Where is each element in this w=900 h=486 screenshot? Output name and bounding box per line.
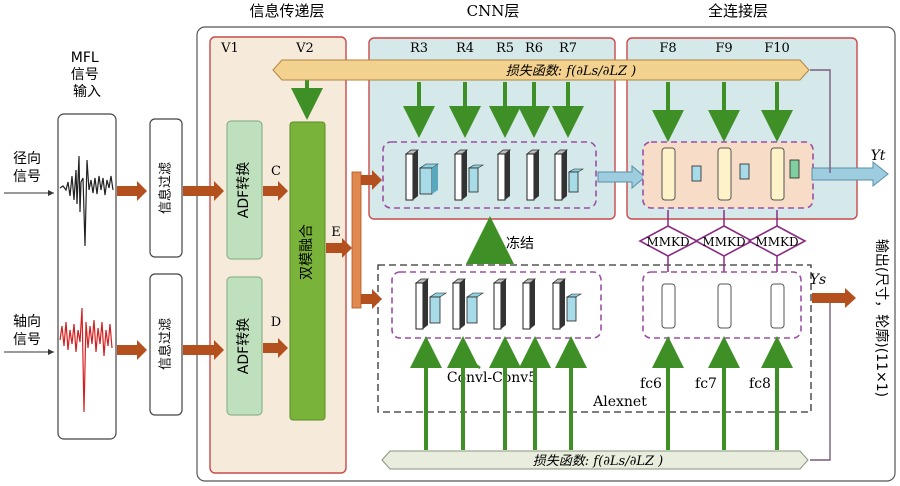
arrow-output-ys bbox=[812, 288, 856, 308]
f10-label: F10 bbox=[764, 41, 790, 56]
r3-label: R3 bbox=[410, 41, 428, 56]
arrow-cnn-to-fc bbox=[597, 164, 646, 190]
r-layer-arrows bbox=[403, 82, 793, 142]
arrow-output-yt bbox=[811, 160, 889, 188]
arrow-adf-to-fusion-c bbox=[263, 181, 288, 201]
adf-label-bottom: ADF转换 bbox=[235, 318, 252, 374]
mfl-input-title: MFL 信号 输入 bbox=[71, 50, 103, 100]
adf-box-bottom bbox=[226, 276, 263, 416]
mmkd-group bbox=[638, 210, 807, 272]
cnn-feature-group bbox=[382, 141, 597, 209]
ys-label: Ys bbox=[810, 272, 826, 288]
filter-box-radial bbox=[149, 118, 183, 258]
r6-label: R6 bbox=[525, 41, 543, 56]
conv-label-connectors bbox=[462, 354, 507, 369]
c-label: C bbox=[271, 164, 281, 179]
f9-label: F9 bbox=[715, 41, 732, 56]
fc6-label: fc6 bbox=[640, 376, 662, 392]
section-title-info: 信息传递层 bbox=[249, 2, 324, 20]
fc7-label: fc7 bbox=[695, 376, 717, 392]
filter-label-radial: 信息过滤 bbox=[158, 162, 174, 214]
v1-label: V1 bbox=[220, 41, 239, 56]
arrow-radial-to-filter bbox=[117, 181, 147, 201]
feedback-line-top bbox=[810, 69, 831, 173]
dual-mode-fusion-box bbox=[289, 121, 326, 421]
f8-label: F8 bbox=[659, 41, 676, 56]
v2-label: V2 bbox=[295, 41, 314, 56]
alexnet-fc-group bbox=[642, 271, 802, 339]
loss-bar-bottom bbox=[381, 450, 809, 470]
axial-signal-waveform bbox=[59, 307, 113, 413]
alexnet-conv-maps bbox=[414, 278, 583, 330]
section-title-cnn: CNN层 bbox=[467, 2, 520, 20]
output-label: 输出(尺寸，轮廓)(11×1) bbox=[873, 239, 890, 397]
alexnet-region bbox=[377, 264, 812, 413]
outer-frame bbox=[196, 26, 896, 482]
loss-label-bottom: 损失函数: f(∂Ls/∂LZ ) bbox=[533, 454, 663, 469]
arrow-fusion-to-split bbox=[326, 238, 352, 258]
e-label: E bbox=[331, 225, 341, 240]
freeze-label: 冻结 bbox=[506, 235, 534, 252]
arrow-split-to-alexnet bbox=[361, 289, 382, 309]
conv-label: Convl-Conv5 bbox=[447, 370, 537, 386]
alexnet-fc-maps bbox=[661, 283, 785, 329]
d-label: D bbox=[271, 315, 281, 330]
r7-label: R7 bbox=[559, 41, 577, 56]
split-bar bbox=[351, 171, 362, 309]
arrow-axial-to-filter bbox=[117, 340, 147, 360]
fusion-label: 双模融合 bbox=[299, 224, 315, 280]
mmkd-label-1: MMKD bbox=[646, 235, 689, 249]
loss-bar-top bbox=[272, 59, 810, 81]
r5-label: R5 bbox=[496, 41, 514, 56]
filter-box-axial bbox=[149, 273, 183, 416]
adf-label-top: ADF转换 bbox=[235, 162, 252, 218]
mfl-input-panel bbox=[57, 113, 117, 440]
alexnet-up-arrows bbox=[410, 336, 793, 450]
feedback-line-bottom bbox=[810, 300, 831, 461]
mmkd-label-3: MMKD bbox=[755, 235, 798, 249]
arrow-filter-to-adf-bottom bbox=[183, 340, 224, 360]
cnn-feature-maps bbox=[404, 149, 585, 201]
arrow-split-to-cnn bbox=[361, 170, 382, 190]
arrow-adf-to-fusion-d bbox=[263, 338, 288, 358]
alexnet-label: Alexnet bbox=[592, 394, 647, 410]
arrow-filter-to-adf-top bbox=[183, 181, 224, 201]
section-title-fc: 全连接层 bbox=[708, 2, 768, 20]
fc8-label: fc8 bbox=[749, 376, 771, 392]
radial-signal-waveform bbox=[59, 155, 114, 247]
mmkd-label-2: MMKD bbox=[702, 235, 745, 249]
filter-label-axial: 信息过滤 bbox=[158, 318, 174, 370]
yt-label: Yt bbox=[871, 148, 886, 164]
loss-label-top: 损失函数: f(∂Ls/∂LZ ) bbox=[506, 64, 636, 79]
radial-signal-label: 径向信号 bbox=[13, 151, 41, 185]
axial-signal-label: 轴向信号 bbox=[13, 314, 41, 348]
adf-box-top bbox=[226, 120, 263, 260]
r4-label: R4 bbox=[456, 41, 474, 56]
fc-feature-maps bbox=[661, 147, 800, 201]
